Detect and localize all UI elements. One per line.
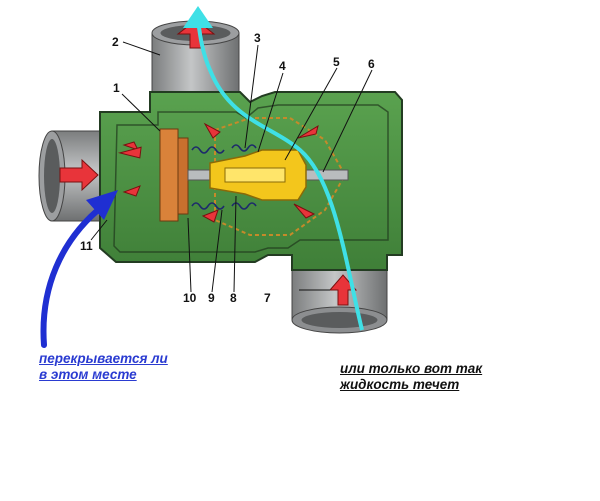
part-label: 11 [80, 239, 93, 253]
cyan-arrowhead-icon [183, 6, 213, 28]
part-label: 7 [264, 291, 271, 305]
part-label: 8 [230, 291, 237, 305]
part-label: 4 [279, 59, 286, 73]
thermo-element [209, 149, 307, 201]
blue-arrowhead-icon [86, 190, 118, 220]
leader-lines [90, 41, 373, 293]
caption-line: перекрывается ли [39, 351, 168, 366]
thermostat-cage-outline [214, 117, 347, 236]
part-label: 9 [208, 291, 215, 305]
part-label: 1 [113, 81, 120, 95]
caption-line: или только вот так [340, 361, 483, 376]
part-label: 2 [112, 35, 119, 49]
part-label: 3 [254, 31, 261, 45]
cyan-flow-path-icon [196, 19, 364, 331]
part-label: 6 [368, 57, 375, 71]
main-valve-plate [159, 128, 189, 222]
caption-line: в этом месте [39, 367, 137, 382]
part-label: 5 [333, 55, 340, 69]
right-question-caption: или только вот так жидкость течет [340, 361, 482, 393]
part-label: 10 [183, 291, 197, 305]
blue-question-arrow-icon [40, 202, 107, 348]
left-question-caption: перекрывается ли в этом месте [39, 351, 168, 383]
caption-line: жидкость течет [340, 377, 460, 392]
